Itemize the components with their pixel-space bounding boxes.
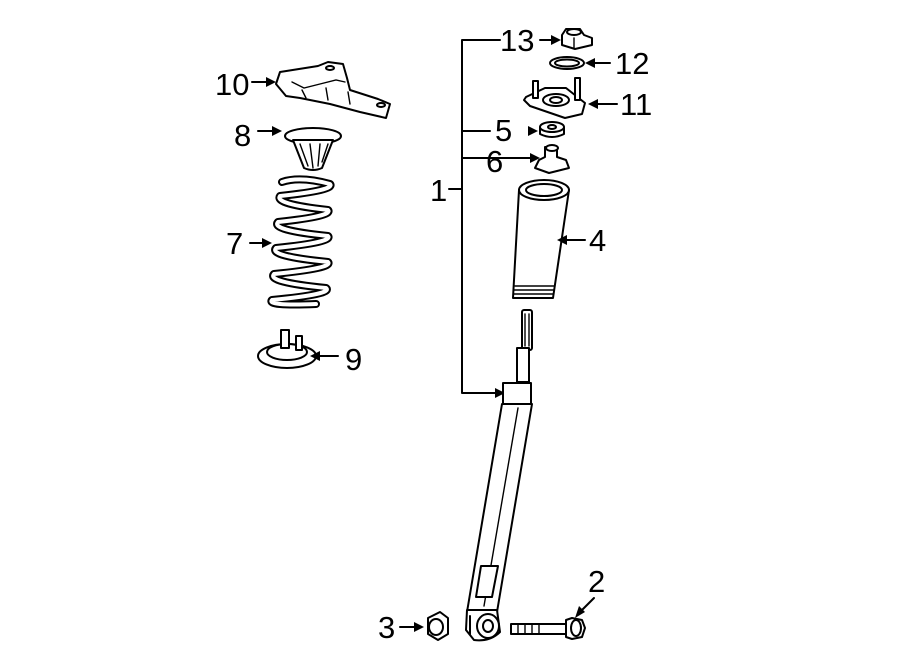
callout-11: 11	[588, 87, 652, 122]
callout-5-label: 5	[495, 113, 512, 148]
callout-2-label: 2	[588, 564, 605, 599]
callout-1-label: 1	[430, 173, 447, 208]
callout-9: 9	[310, 342, 362, 377]
callout-12: 12	[585, 46, 649, 81]
callout-10: 10	[215, 67, 276, 102]
callout-3: 3	[378, 610, 424, 645]
callout-6-label: 6	[486, 144, 503, 179]
upper-spring-insulator	[284, 127, 342, 171]
lower-nut	[427, 611, 449, 641]
callout-8: 8	[234, 118, 282, 153]
lower-bolt	[510, 617, 586, 640]
callout-13-label: 13	[500, 23, 534, 58]
lower-spring-seat	[257, 329, 317, 369]
callout-1: 1	[430, 173, 447, 208]
callout-8-label: 8	[234, 118, 251, 153]
callout-11-label: 11	[620, 87, 652, 122]
upper-mount	[523, 77, 586, 119]
upper-spring-seat-bracket	[275, 61, 391, 119]
nut	[561, 28, 593, 50]
callout-2: 2	[575, 564, 605, 618]
callout-4-label: 4	[589, 223, 606, 258]
callout-4: 4	[557, 223, 606, 258]
callout-9-label: 9	[345, 342, 362, 377]
bump-stop	[534, 144, 570, 174]
callout-13: 13	[500, 23, 561, 58]
washer	[549, 56, 585, 70]
callout-3-label: 3	[378, 610, 395, 645]
callout-7-label: 7	[226, 226, 243, 261]
assembly-bracket	[448, 39, 540, 398]
callout-7: 7	[226, 226, 272, 261]
dust-boot	[512, 179, 570, 299]
callout-10-label: 10	[215, 67, 249, 102]
coil-spring	[267, 175, 335, 309]
callout-6: 6	[486, 144, 503, 179]
callout-12-label: 12	[615, 46, 649, 81]
insulator	[539, 121, 565, 138]
shock-absorber	[465, 309, 533, 642]
callout-5: 5	[495, 113, 538, 148]
